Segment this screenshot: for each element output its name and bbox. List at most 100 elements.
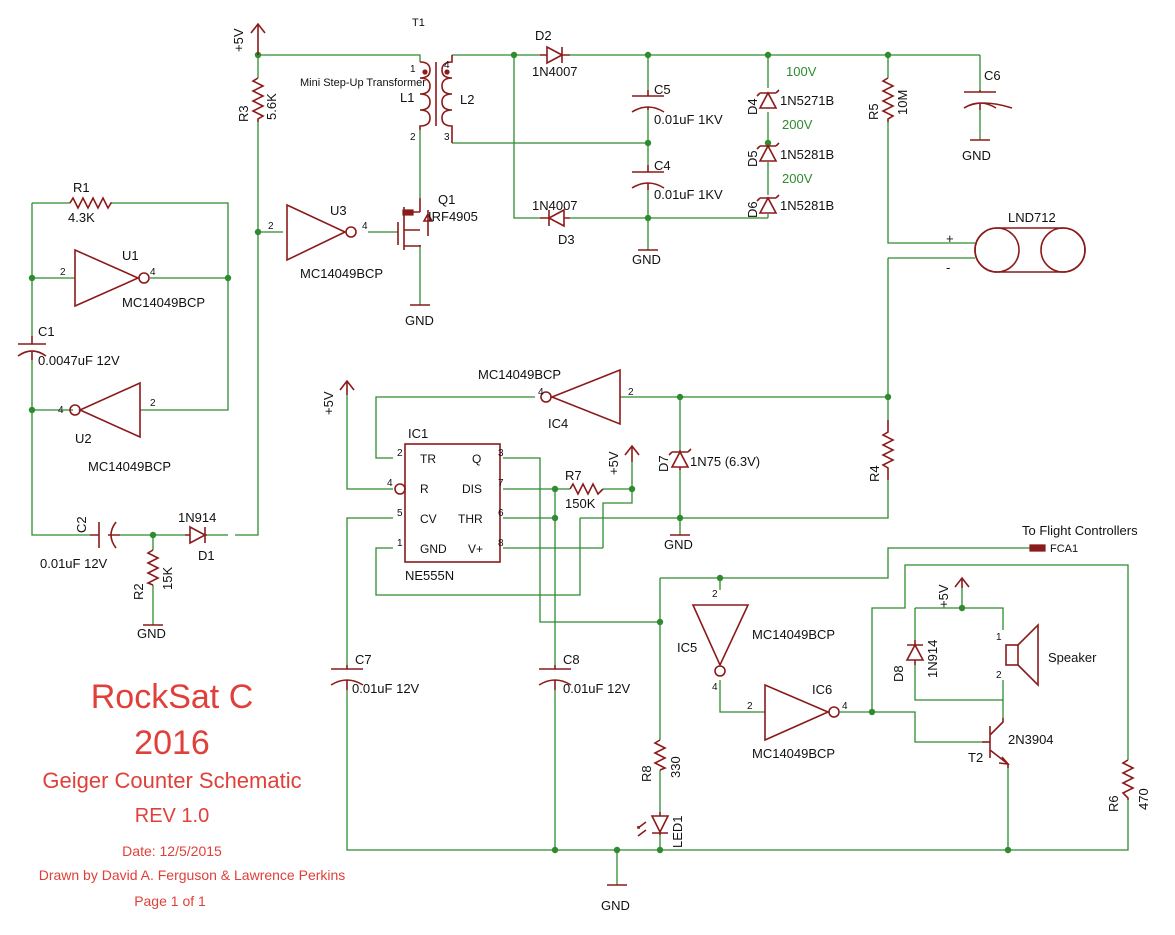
svg-text:D1: D1 [198,548,215,563]
inverter-ic5: 2 4 IC5 MC14049BCP [677,589,835,693]
svg-text:0.01uF 1KV: 0.01uF 1KV [654,187,723,202]
svg-text:GND: GND [420,542,447,556]
gnd-r2: GND [137,624,166,641]
resistor-r2: R2 15K [131,549,175,600]
svg-text:MC14049BCP: MC14049BCP [88,459,171,474]
gnd-d7: GND [664,534,693,552]
svg-text:1N914: 1N914 [925,640,940,678]
svg-text:DIS: DIS [462,482,482,496]
diode-d2: D2 1N4007 [532,28,578,79]
svg-text:D6: D6 [745,201,760,218]
svg-text:-: - [946,260,950,275]
svg-text:GND: GND [632,252,661,267]
svg-text:To Flight Controllers: To Flight Controllers [1022,523,1138,538]
svg-text:D7: D7 [656,455,671,472]
svg-text:8: 8 [498,538,504,549]
resistor-r6: R6 470 [1106,759,1151,812]
svg-text:15K: 15K [160,567,175,590]
svg-text:TR: TR [420,452,436,466]
svg-text:Q1: Q1 [438,192,455,207]
geiger-tube-lnd712: LND712 + - [946,210,1086,275]
capacitor-c5: C5 0.01uF 1KV [631,82,723,127]
svg-text:R4: R4 [867,465,882,482]
inverter-u3: 2 4 U3 MC14049BCP [268,203,383,281]
junctions [28,51,1012,854]
svg-text:0.01uF 1KV: 0.01uF 1KV [654,112,723,127]
svg-text:R8: R8 [639,765,654,782]
gnd-q1: GND [405,304,434,328]
svg-text:200V: 200V [782,171,813,186]
svg-text:6: 6 [498,508,504,519]
svg-text:1N4007: 1N4007 [532,64,578,79]
svg-text:C4: C4 [654,158,671,173]
svg-text:GND: GND [962,148,991,163]
power-5v-top: +5V [231,22,266,55]
resistor-r4: R4 [867,420,895,482]
power-5v-r7: +5V [606,444,640,475]
svg-text:+5V: +5V [606,451,621,475]
led-led1: LED1 [637,812,685,848]
svg-text:C6: C6 [984,68,1001,83]
svg-text:FCA1: FCA1 [1050,543,1078,555]
svg-text:T1: T1 [412,17,425,29]
resistor-r7: R7 150K [565,468,604,511]
power-5v-555: +5V [321,379,355,415]
flight-controller-connector: FCA1 To Flight Controllers [1022,523,1138,555]
svg-text:MC14049BCP: MC14049BCP [752,627,835,642]
svg-text:1: 1 [397,538,403,549]
svg-text:Speaker: Speaker [1048,650,1097,665]
svg-text:1N4007: 1N4007 [532,198,578,213]
svg-text:IC1: IC1 [408,426,428,441]
svg-text:2: 2 [996,670,1002,681]
timer-ic1-ne555n: IC1 NE555N TR R CV GND Q DIS THR V+ 2 4 … [387,426,504,583]
svg-text:2: 2 [747,701,753,712]
zener-d6: D6 1N5281B 200V [745,171,834,218]
wires [31,54,1129,885]
svg-text:MC14049BCP: MC14049BCP [300,266,383,281]
mosfet-q1: Q1 IRF4905 [397,192,478,250]
svg-text:NE555N: NE555N [405,568,454,583]
svg-text:D8: D8 [891,665,906,682]
title-line2: 2016 [134,724,210,762]
svg-text:100V: 100V [786,64,817,79]
gnd-c6: GND [962,139,991,163]
svg-text:THR: THR [458,512,483,526]
svg-text:R6: R6 [1106,795,1121,812]
svg-text:T2: T2 [968,750,983,765]
svg-text:1N5271B: 1N5271B [780,93,834,108]
svg-text:U2: U2 [75,431,92,446]
svg-text:+5V: +5V [321,391,336,415]
svg-text:GND: GND [405,313,434,328]
zener-d5: D5 1N5281B 200V [745,117,834,167]
inverter-ic6: 2 4 IC6 MC14049BCP [747,682,848,761]
svg-text:200V: 200V [782,117,813,132]
svg-text:C8: C8 [563,652,580,667]
title-rev: REV 1.0 [135,805,209,827]
svg-text:4: 4 [444,60,450,71]
svg-text:2: 2 [150,398,156,409]
svg-text:0.0047uF 12V: 0.0047uF 12V [38,353,120,368]
capacitor-c4: C4 0.01uF 1KV [631,158,723,202]
svg-text:R7: R7 [565,468,582,483]
svg-text:U3: U3 [330,203,347,218]
title-block: RockSat C 2016 Geiger Counter Schematic … [39,678,346,909]
svg-text:GND: GND [664,537,693,552]
svg-text:2: 2 [397,448,403,459]
resistor-r3: R3 5.6K [236,77,279,122]
svg-text:2: 2 [712,589,718,600]
svg-text:4: 4 [842,701,848,712]
svg-text:0.01uF 12V: 0.01uF 12V [40,556,108,571]
resistor-r5: R5 10M [866,77,910,122]
svg-text:3: 3 [444,132,450,143]
svg-text:V+: V+ [468,542,483,556]
svg-text:7: 7 [498,478,504,489]
svg-text:C2: C2 [74,516,89,533]
svg-text:1: 1 [996,632,1002,643]
svg-text:C5: C5 [654,82,671,97]
svg-text:1N75 (6.3V): 1N75 (6.3V) [690,454,760,469]
diode-d1: 1N914 D1 [178,510,216,563]
svg-text:1N5281B: 1N5281B [780,147,834,162]
inverter-u1: 2 4 U1 MC14049BCP [60,248,205,310]
diode-d3: 1N4007 D3 [532,198,578,247]
